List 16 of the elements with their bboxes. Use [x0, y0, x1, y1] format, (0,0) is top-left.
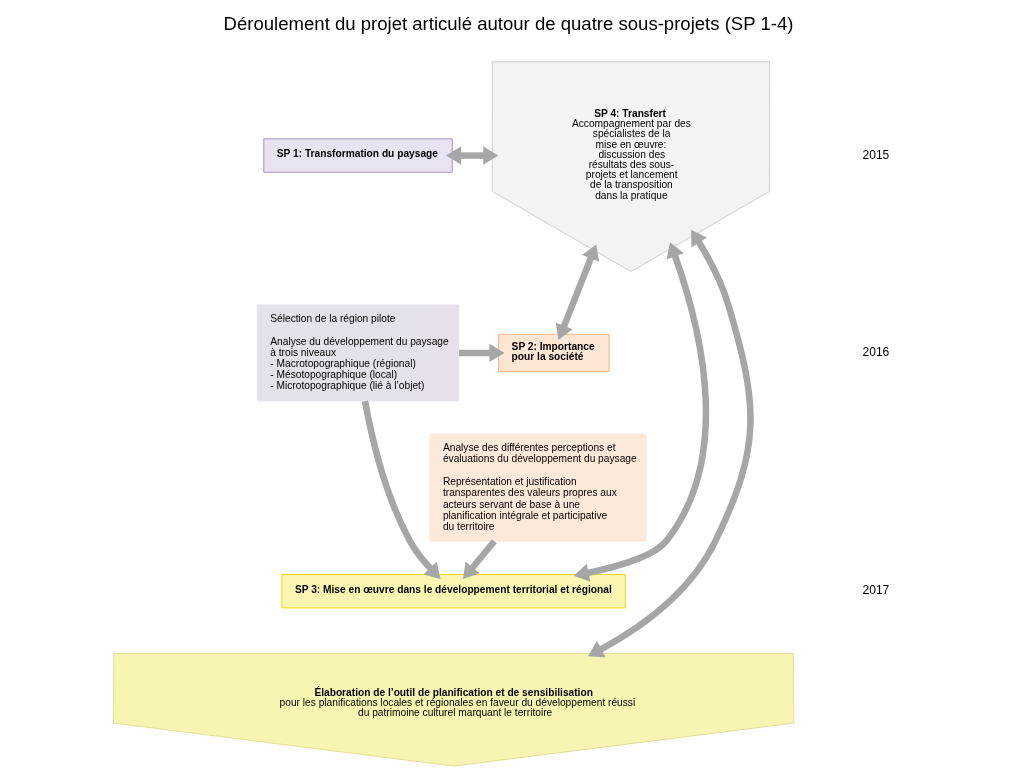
arrow	[555, 244, 600, 340]
arrow	[361, 400, 441, 579]
node-box: Analyse des différentes perceptions et évaluations du développement du paysage Représentation et justification transparentes des valeurs propres aux acteurs servant de base à une planification intégrale et participative du territoire	[429, 433, 647, 542]
arrow	[459, 343, 505, 363]
arrow	[446, 146, 499, 165]
node-box: SP 2: Importance pour la société	[498, 333, 610, 372]
node-box: SP 3: Mise en œuvre dans le développement territorial et régional	[281, 574, 626, 609]
arrow	[587, 229, 754, 658]
arrow	[463, 539, 497, 579]
node-box: SP 1: Transformation du paysage	[263, 138, 453, 173]
arrow	[573, 242, 709, 582]
label: 2016	[862, 345, 890, 360]
diagram-title: Déroulement du projet articulé autour de quatre sous-projets (SP 1-4)	[223, 13, 794, 35]
label: 2015	[862, 147, 890, 162]
label: 2017	[862, 583, 890, 598]
node-box: Sélection de la région pilote Analyse du développement du paysage à trois niveaux - Macrotopographique (régional) - Mésotopographique (local) - Microtopographique (lié à l’objet)	[256, 304, 460, 402]
